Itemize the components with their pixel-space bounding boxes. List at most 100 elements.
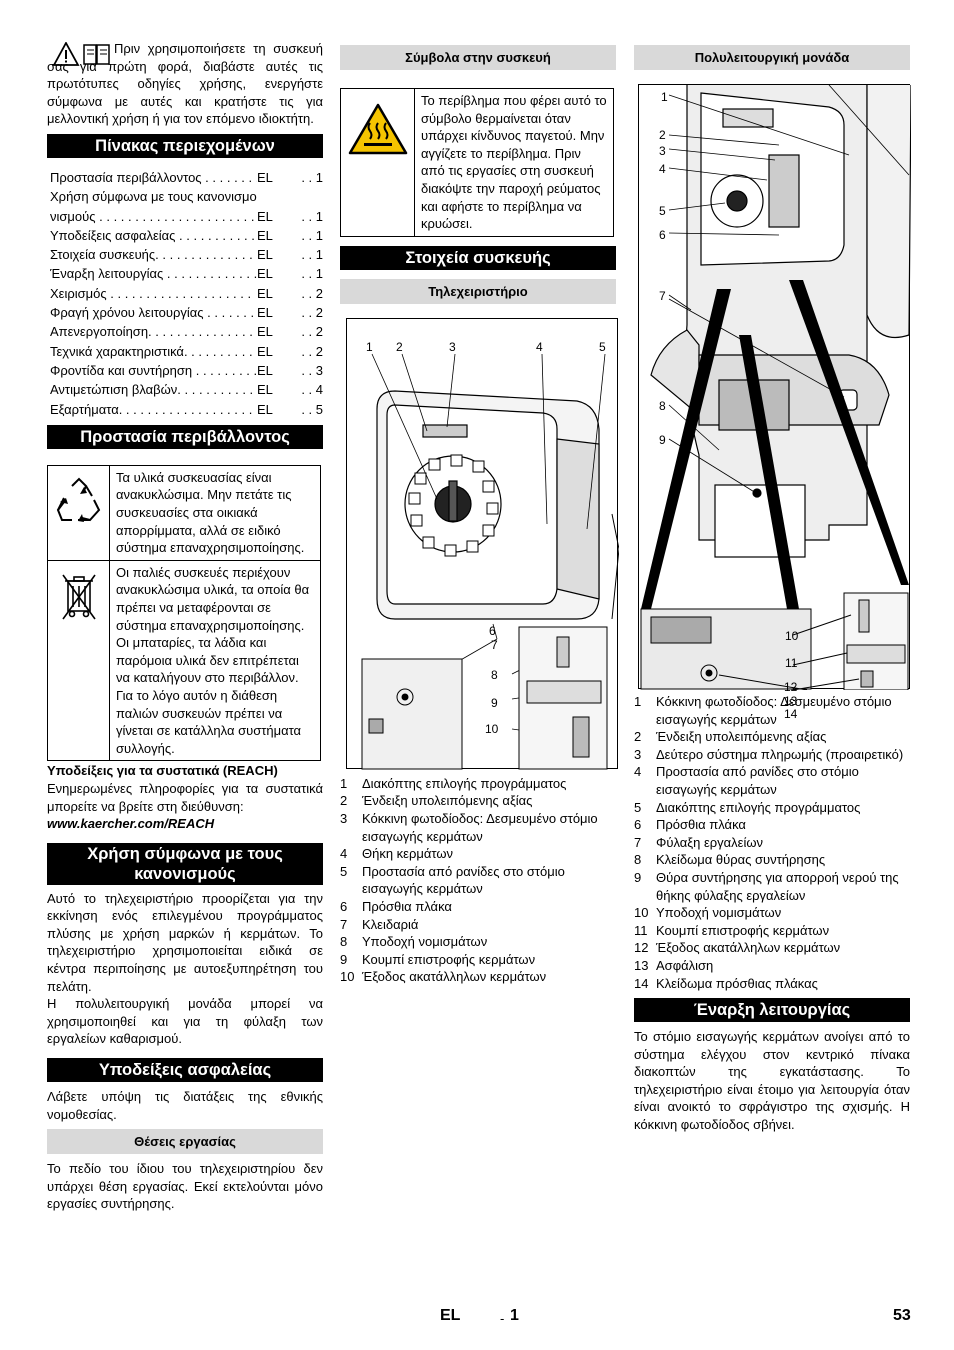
page-number: 53 — [893, 1307, 911, 1324]
toc-entry-page: . . 3 — [301, 362, 323, 378]
toc-row[interactable]: Τεχνικά χαρακτηριστικά. . . . . . . . . … — [50, 342, 323, 361]
footer-lang: EL — [440, 1307, 461, 1324]
toc-row[interactable]: Αντιμετώπιση βλαβών. . . . . . . . . . .… — [50, 380, 323, 399]
remote-label-4: 4 — [536, 339, 543, 354]
legend-text: Υποδοχή νομισμάτων — [656, 905, 782, 921]
toc-entry-lang: EL — [257, 227, 273, 243]
hot-surface-text: Το περίβλημα που φέρει αυτό το σύμβολο θ… — [414, 88, 614, 237]
legend-number: 8 — [634, 852, 642, 868]
toc-entry-title: Έναρξη λειτουργίας . . . . . . . . . . .… — [50, 266, 257, 282]
multi-label-11: 11 — [785, 656, 798, 670]
legend-text: Έξοδος ακατάλληλων κερμάτων — [362, 969, 547, 985]
multi-drawing — [640, 85, 911, 690]
toc-row[interactable]: Χρήση σύμφωνα με τους κανονισμούς — [50, 187, 323, 206]
legend-text: Διακόπτης επιλογής προγράμματος — [656, 799, 861, 815]
legend-text: Έξοδος ακατάλληλων κερμάτων — [656, 940, 841, 956]
toc-row[interactable]: νισμούς . . . . . . . . . . . . . . . . … — [50, 207, 323, 226]
legend-text: Πρόσθια πλάκα — [362, 898, 452, 914]
legend-item: 9 Κουμπί επιστροφής κερμάτων — [340, 951, 616, 969]
legend-item: 10 Έξοδος ακατάλληλων κερμάτων — [340, 968, 616, 986]
toc-row[interactable]: Εξαρτήματα. . . . . . . . . . . . . . . … — [50, 400, 323, 419]
toc-entry-title: Απενεργοποίηση. . . . . . . . . . . . . … — [50, 324, 257, 340]
multi-label-2: 2 — [659, 128, 666, 142]
intro-block: Πριν χρησιμοποιήσετε τη συσκευή σας για … — [47, 40, 323, 128]
safety-text: Λάβετε υπόψη τις διατάξεις της εθνικής ν… — [47, 1089, 323, 1122]
legend-item: 11 Κουμπί επιστροφής κερμάτων — [634, 922, 910, 940]
toc-entry-page — [291, 187, 323, 206]
toc-row[interactable]: Έναρξη λειτουργίας . . . . . . . . . . .… — [50, 264, 323, 283]
use-heading: Χρήση σύμφωνα με τους κανονισμούς — [47, 842, 323, 885]
warning-manual-icon — [52, 41, 113, 71]
legend-text: Κουμπί επιστροφής κερμάτων — [362, 951, 536, 967]
legend-text: Ένδειξη υπολειπόμενης αξίας — [362, 793, 533, 809]
toc-entry-lang: EL — [257, 343, 273, 359]
work-positions-heading: Θέσεις εργασίας — [47, 1129, 323, 1155]
toc-entry-lang: EL — [257, 208, 273, 224]
reach-link[interactable]: www.kaercher.com/REACH — [47, 816, 215, 832]
toc-row[interactable]: Στοιχεία συσκευής. . . . . . . . . . . .… — [50, 245, 323, 264]
toc-row[interactable]: Απενεργοποίηση. . . . . . . . . . . . . … — [50, 322, 323, 341]
toc-row[interactable]: Φραγή χρόνου λειτουργίας . . . . . . . .… — [50, 303, 323, 322]
toc-entry-title: Στοιχεία συσκευής. . . . . . . . . . . .… — [50, 247, 257, 263]
remote-label-1: 1 — [366, 339, 373, 354]
toc-entry-title: Εξαρτήματα. . . . . . . . . . . . . . . … — [50, 401, 253, 417]
toc-entry-page: . . 1 — [301, 169, 323, 185]
reach-text: Ενημερωμένες πληροφορίες για τα συστατικ… — [47, 780, 323, 814]
toc-entry-lang: EL — [257, 247, 273, 263]
toc-entry-title: Προστασία περιβάλλοντος . . . . . . . . … — [50, 169, 257, 185]
hot-surface-icon — [348, 103, 408, 158]
symbols-table: Το περίβλημα που φέρει αυτό το σύμβολο θ… — [340, 88, 614, 237]
legend-text: Προστασία από ρανίδες στο στόμιο εισαγωγ… — [362, 863, 565, 897]
legend-text: Κουμπί επιστροφής κερμάτων — [656, 922, 830, 938]
column-right: Πολυλειτουργική μονάδα — [634, 45, 911, 1134]
toc-heading: Πίνακας περιεχομένων — [47, 133, 323, 158]
toc-entry-page: . . 1 — [301, 227, 323, 243]
legend-text: Κόκκινη φωτοδίοδος: Δεσμευμένο στόμιο ει… — [362, 810, 598, 844]
remote-label-3: 3 — [449, 339, 456, 354]
legend-number: 9 — [634, 869, 642, 885]
toc-entry-lang: EL — [257, 169, 273, 185]
legend-number: 5 — [340, 863, 348, 879]
toc-entry-page: . . 1 — [301, 266, 323, 282]
legend-number: 4 — [340, 846, 348, 862]
startup-text: Το στόμιο εισαγωγής κερμάτων ανοίγει από… — [634, 1029, 910, 1133]
remote-drawing — [361, 353, 619, 770]
legend-text: Θήκη κερμάτων — [362, 846, 453, 862]
safety-heading: Υποδείξεις ασφαλείας — [47, 1058, 323, 1083]
toc-entry-title: Φραγή χρόνου λειτουργίας . . . . . . . . — [50, 305, 257, 321]
legend-number: 5 — [634, 799, 642, 815]
toc-entry-lang: EL — [257, 401, 273, 417]
use-text-2: Η πολυλειτουργική μονάδα μπορεί να χρησι… — [47, 996, 323, 1047]
legend-number: 9 — [340, 951, 348, 967]
legend-number: 10 — [634, 905, 649, 921]
legend-number: 3 — [340, 810, 348, 826]
toc-entry-lang: EL — [257, 305, 273, 321]
toc-row[interactable]: Προστασία περιβάλλοντος . . . . . . . . … — [50, 168, 323, 187]
startup-heading: Έναρξη λειτουργίας — [634, 998, 910, 1023]
toc-row[interactable]: Υποδείξεις ασφαλείας . . . . . . . . . .… — [50, 226, 323, 245]
legend-text: Πρόσθια πλάκα — [656, 817, 746, 833]
toc-entry-title: Αντιμετώπιση βλαβών. . . . . . . . . . .… — [50, 382, 257, 398]
elements-heading: Στοιχεία συσκευής — [340, 245, 616, 270]
legend-text: Θύρα συντήρησης για απορροή νερού της θή… — [656, 869, 899, 903]
toc-entry-lang: EL — [257, 266, 273, 282]
multi-label-1: 1 — [661, 90, 668, 104]
toc-row[interactable]: Φροντίδα και συντήρηση . . . . . . . . .… — [50, 361, 323, 380]
legend-number: 12 — [634, 940, 649, 956]
toc-entry-title: Φροντίδα και συντήρηση . . . . . . . . .… — [50, 362, 257, 378]
toc-entry-title: Υποδείξεις ασφαλείας . . . . . . . . . .… — [50, 227, 257, 243]
toc-entry-page: . . 1 — [301, 208, 323, 224]
legend-number: 11 — [634, 922, 648, 938]
toc-row[interactable]: Χειρισμός . . . . . . . . . . . . . . . … — [50, 284, 323, 303]
legend-number: 10 — [340, 969, 355, 985]
multi-label-10: 10 — [785, 629, 799, 643]
remote-figure: 1 2 3 4 5 6 7 8 9 10 — [346, 317, 619, 770]
multi-figure: 1 2 3 4 5 6 7 8 9 10 11 12 13 14 — [638, 84, 911, 690]
